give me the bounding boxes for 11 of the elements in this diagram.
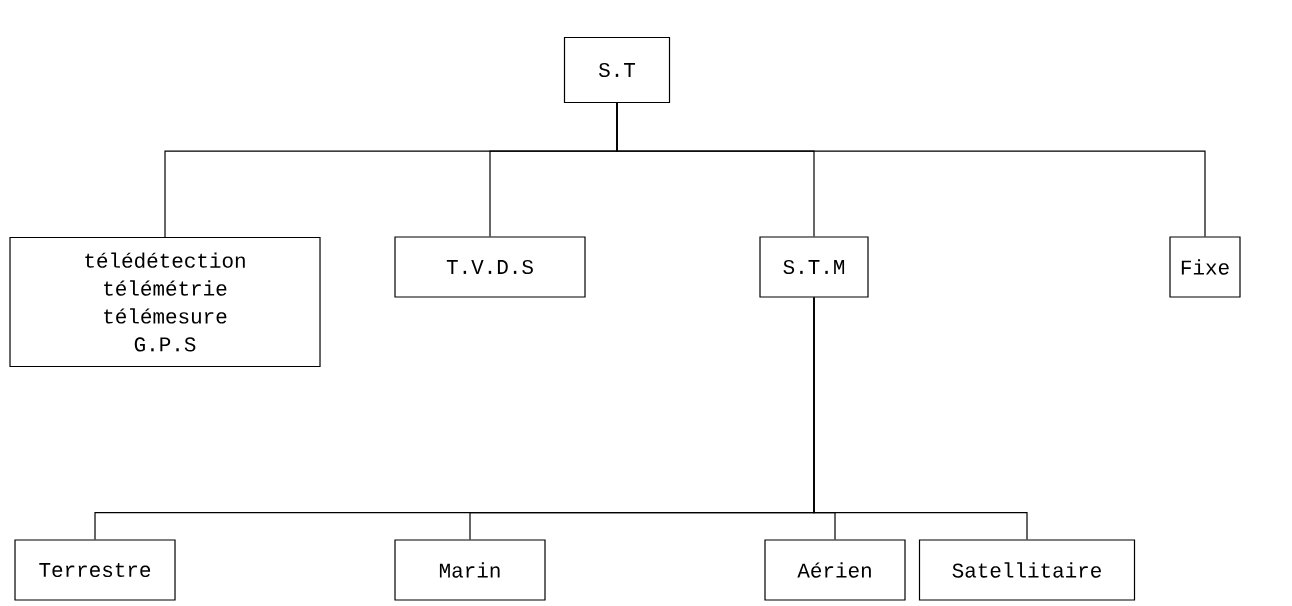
connector-line — [813, 297, 1028, 540]
category-box: Fixe — [1169, 236, 1241, 298]
category-box: S.T.M — [759, 236, 869, 298]
category-box: Marin — [394, 539, 546, 601]
category-box: télédétection télémétrie télémesure G.P.S — [9, 236, 321, 368]
category-box: Satellitaire — [918, 539, 1136, 601]
category-box: Aérien — [764, 539, 906, 601]
category-box: T.V.D.S — [394, 236, 586, 298]
connector-line — [616, 102, 1206, 237]
category-box: Terrestre — [14, 539, 176, 601]
category-box: S.T — [563, 36, 671, 104]
